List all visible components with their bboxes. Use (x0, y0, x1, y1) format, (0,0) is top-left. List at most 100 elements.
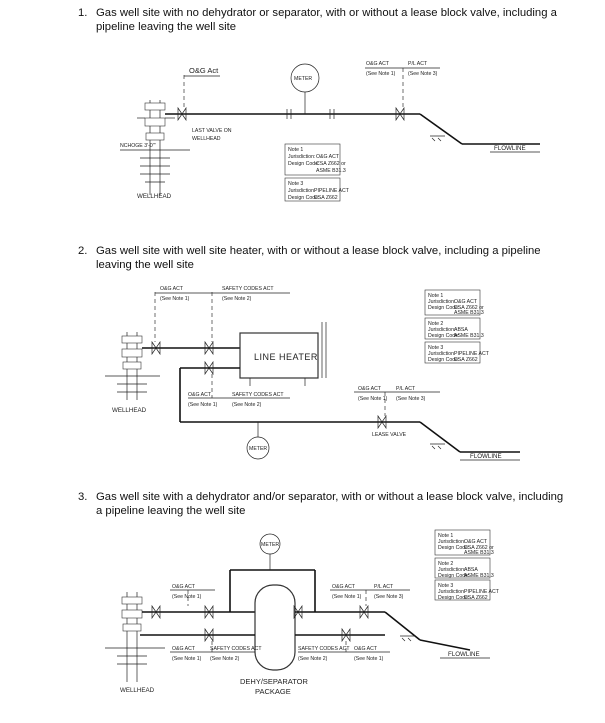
note-value: CSA Z662 or (454, 305, 484, 311)
see-note-label: (See Note 1) (354, 656, 384, 662)
note-value: CSA Z662 (454, 357, 478, 363)
wellhead-label: WELLHEAD (112, 407, 147, 414)
note-key: Jurisdiction: (438, 539, 465, 545)
line-heater-label: LINE HEATER (254, 352, 318, 362)
note-value: ASME B31.3 (464, 550, 494, 556)
flowline-label: FLOWLINE (494, 145, 526, 152)
ogc-act-label: O&G ACT (160, 286, 184, 292)
valve-icon (151, 604, 161, 620)
note-value: CSA Z662 (314, 195, 338, 201)
note-value: O&G ACT (316, 154, 340, 160)
note-title: Note 3 (438, 583, 453, 589)
heading-3-number: 3. (78, 491, 88, 503)
note-value: PIPELINE ACT (464, 589, 500, 595)
note-key: Jurisdiction: (428, 327, 455, 333)
note-value: PIPELINE ACT (314, 188, 350, 194)
note-title: Note 2 (428, 321, 443, 327)
see-note-label: (See Note 1) (188, 402, 218, 408)
ground-icon (430, 135, 445, 142)
see-note-label: (See Note 2) (232, 402, 262, 408)
note-box (284, 143, 341, 176)
grade-label: NCHOGE 3'-0'" (120, 143, 156, 149)
safety-act-label: SAFETY CODES ACT (232, 392, 284, 398)
note-key: Design Code: (288, 195, 319, 201)
flowline-label: FLOWLINE (448, 651, 480, 658)
note-value: ASME B31.3 (464, 573, 494, 579)
ground-icon (430, 443, 445, 450)
package-label: PACKAGE (255, 687, 291, 696)
see-note-label: (See Note 1) (160, 296, 190, 302)
pipeline-descent (419, 113, 463, 145)
valve-icon (377, 414, 387, 430)
see-note-label: (See Note 1) (332, 594, 362, 600)
line-heater (239, 332, 319, 379)
see-note-label: (See Note 3) (396, 396, 426, 402)
note-box (424, 341, 481, 364)
note-key: Design Code: (288, 161, 319, 167)
see-note-label: (See Note 1) (358, 396, 388, 402)
wellhead-label: WELLHEAD (137, 193, 172, 200)
note-value: ASME B31.3 (454, 310, 484, 316)
note-box (424, 289, 481, 316)
note-key: Jurisdiction: (428, 299, 455, 305)
see-note-label: (See Note 2) (222, 296, 252, 302)
last-valve-label: LAST VALVE ON (192, 128, 232, 134)
package-label: DEHY/SEPARATOR (240, 677, 309, 686)
valve-icon (293, 604, 303, 620)
heading-3-text: Gas well site with a dehydrator and/or s… (96, 491, 564, 517)
note-title: Note 1 (438, 533, 453, 539)
valve-icon (204, 360, 214, 376)
see-note-label: (See Note 3) (408, 71, 438, 77)
see-note-label: (See Note 2) (210, 656, 240, 662)
see-note-label: (See Note 1) (172, 594, 202, 600)
valve-icon (204, 627, 214, 643)
note-box (434, 579, 491, 601)
note-key: Design Code: (428, 357, 459, 363)
valve-icon (204, 604, 214, 620)
note-key: Jurisdiction: (288, 154, 315, 160)
heading-1-text: Gas well site with no dehydrator or sepa… (96, 7, 557, 33)
flowline-label: FLOWLINE (470, 453, 502, 460)
last-valve-label: WELLHEAD (192, 136, 221, 142)
note-value: ABSA (454, 327, 468, 333)
note-title: Note 3 (428, 345, 443, 351)
note-value: O&G ACT (454, 299, 478, 305)
diagram-2: WELLHEAD LINE HEATER METER O&G ACT (See … (105, 286, 520, 461)
note-key: Design Code: (438, 595, 469, 601)
note-key: Jurisdiction: (288, 188, 315, 194)
ogc-act-label: O&G ACT (332, 584, 356, 590)
note-value: ASME B31.3 (316, 168, 346, 174)
lease-valve-label: LEASE VALVE (372, 432, 407, 438)
safety-act-label: SAFETY CODES ACT (298, 646, 350, 652)
note-value: CSA Z662 (464, 595, 488, 601)
valve-icon (177, 106, 187, 122)
note-title: Note 1 (428, 293, 443, 299)
safety-act-label: SAFETY CODES ACT (210, 646, 262, 652)
valve-icon (395, 106, 405, 122)
note-box (434, 557, 491, 579)
pl-act-label: P/L ACT (374, 584, 394, 590)
note-box (424, 317, 481, 340)
note-title: Note 2 (438, 561, 453, 567)
see-note-label: (See Note 1) (172, 656, 202, 662)
note-value: CSA Z662 or (464, 545, 494, 551)
ogc-act-label: O&G ACT (172, 584, 196, 590)
see-note-label: (See Note 2) (298, 656, 328, 662)
wellhead-symbol (105, 332, 160, 400)
note-key: Design Code: (428, 305, 459, 311)
ogc-act-label: O&G Act (189, 66, 219, 75)
note-value: ASME B31.3 (454, 333, 484, 339)
note-key: Jurisdiction: (438, 589, 465, 595)
wellhead-symbol (105, 592, 165, 682)
note-box (284, 177, 341, 202)
note-key: Design Code: (438, 545, 469, 551)
meter-label: METER (249, 446, 267, 452)
ogc-act-label: O&G ACT (354, 646, 378, 652)
see-note-label: (See Note 1) (366, 71, 396, 77)
note-value: ABSA (464, 567, 478, 573)
ogc-act-label: O&G ACT (172, 646, 196, 652)
note-key: Jurisdiction: (438, 567, 465, 573)
meter-label: METER (261, 542, 279, 548)
ogc-act-label: O&G ACT (358, 386, 382, 392)
